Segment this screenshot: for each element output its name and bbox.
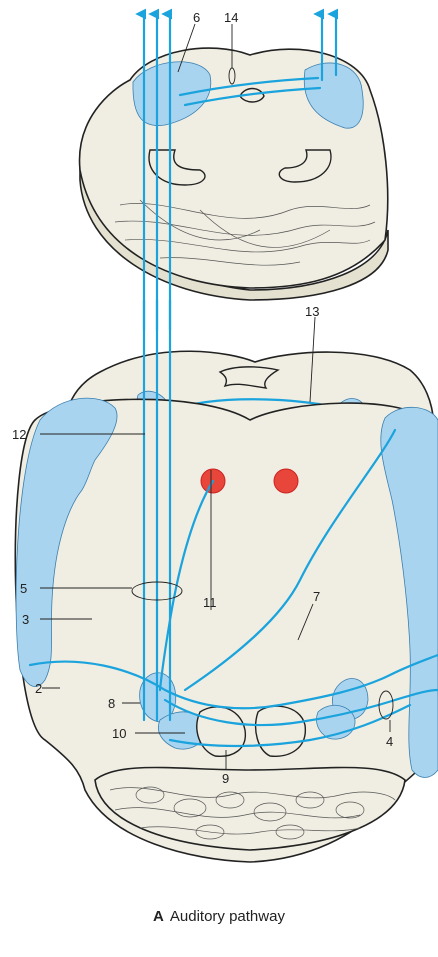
label-11: 11 — [203, 595, 217, 610]
bottom-section — [15, 398, 438, 862]
label-7: 7 — [313, 589, 320, 604]
label-9: 9 — [222, 771, 229, 786]
label-12: 12 — [12, 427, 26, 442]
label-6: 6 — [193, 10, 200, 25]
label-2: 2 — [35, 681, 42, 696]
top-section — [80, 48, 388, 300]
label-4: 4 — [386, 734, 393, 749]
label-13: 13 — [305, 304, 319, 319]
label-8: 8 — [108, 696, 115, 711]
label-3: 3 — [22, 612, 29, 627]
figure-caption: A Auditory pathway — [0, 908, 438, 925]
label-14: 14 — [224, 10, 238, 25]
label-10: 10 — [112, 726, 126, 741]
caption-text: Auditory pathway — [170, 908, 285, 925]
pyramid-right — [256, 706, 306, 756]
label-5: 5 — [20, 581, 27, 596]
caption-letter: A — [153, 908, 164, 925]
red-nucleus-right — [274, 469, 298, 493]
